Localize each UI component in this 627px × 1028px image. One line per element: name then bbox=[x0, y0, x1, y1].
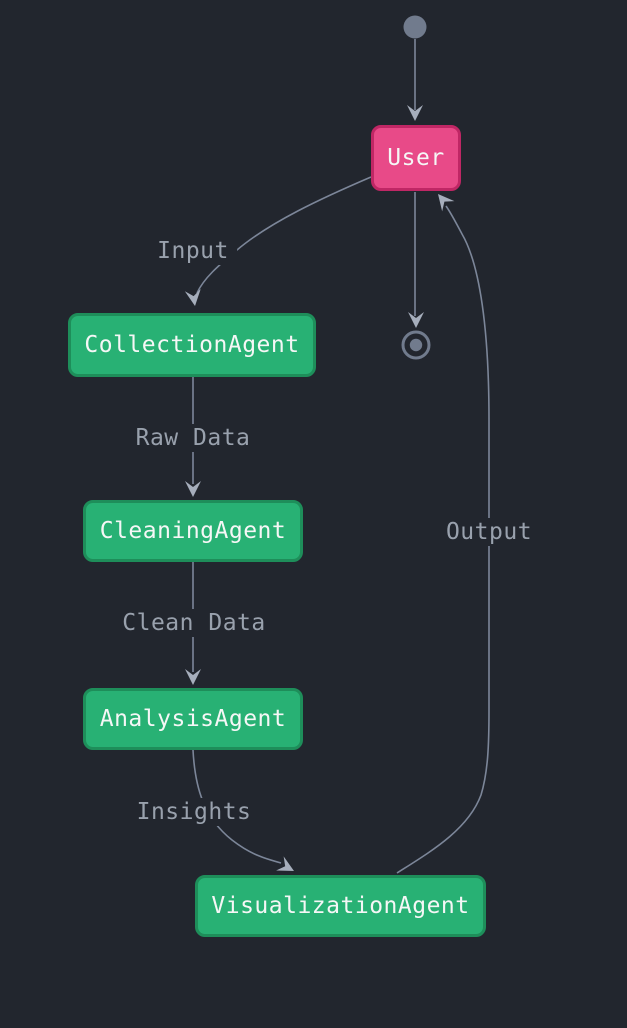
edge-analysis-to-visualization bbox=[192, 749, 294, 871]
initial-state-icon bbox=[403, 15, 427, 39]
edge-user-to-end bbox=[408, 192, 424, 328]
final-state-icon bbox=[401, 330, 431, 360]
node-visualization-agent: VisualizationAgent bbox=[195, 875, 486, 937]
node-user: User bbox=[371, 125, 461, 191]
node-collection-agent: CollectionAgent bbox=[68, 313, 316, 377]
edge-label-raw-data: Raw Data bbox=[127, 424, 259, 452]
node-cleaning-agent: CleaningAgent bbox=[83, 500, 303, 562]
edge-user-to-collection bbox=[184, 176, 372, 306]
edge-start-to-user bbox=[407, 39, 423, 121]
edge-label-clean-data: Clean Data bbox=[114, 609, 274, 637]
edge-label-output: Output bbox=[437, 518, 541, 546]
edge-label-insights: Insights bbox=[128, 798, 260, 826]
node-analysis-agent: AnalysisAgent bbox=[83, 688, 303, 750]
edge-visualization-to-user bbox=[396, 194, 490, 874]
edge-label-input: Input bbox=[149, 237, 237, 265]
